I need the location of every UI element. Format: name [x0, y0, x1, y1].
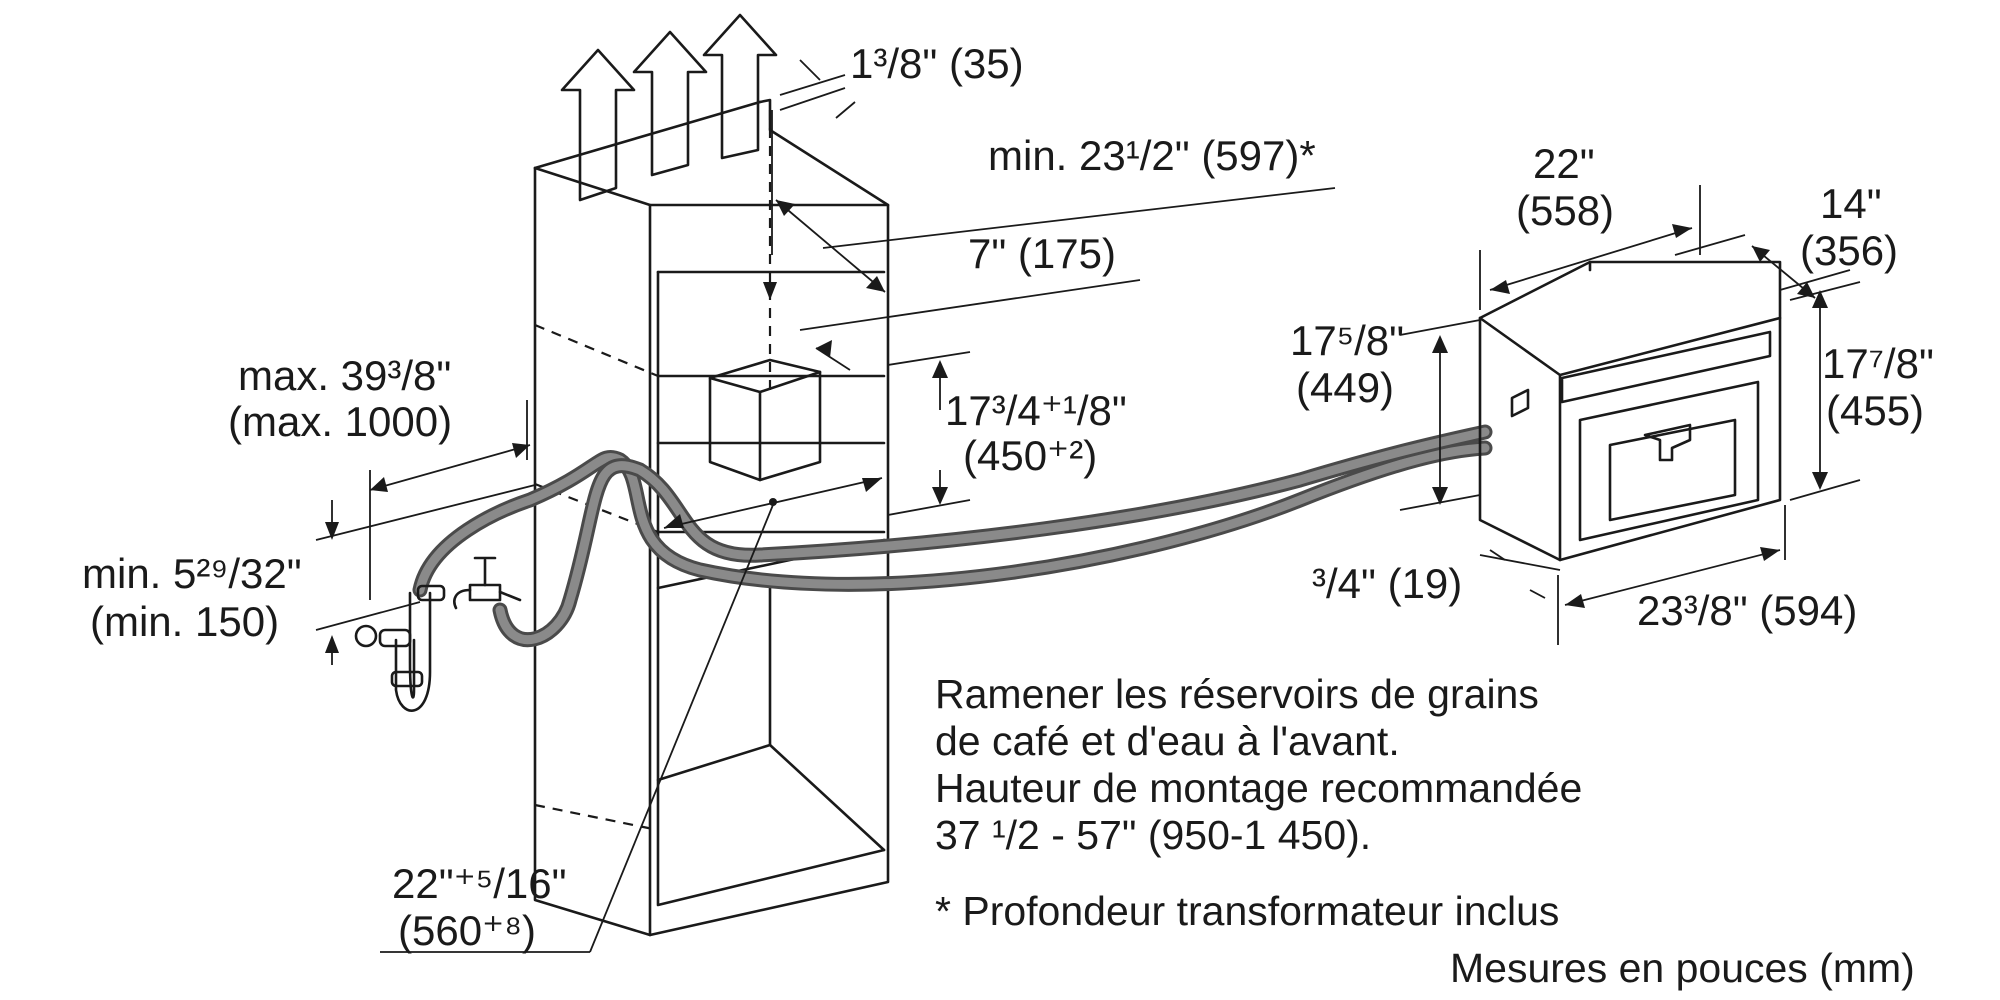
note-line-1: Ramener les réservoirs de grains	[935, 671, 1539, 717]
niche-width-label-1: 22"⁺⁵/16"	[392, 860, 567, 907]
hose-length-label-1: max. 39³/8"	[238, 352, 451, 399]
water-tap	[453, 556, 522, 610]
niche-width-label-2: (560⁺⁸)	[398, 907, 536, 954]
appliance-height-left-label-2: (449)	[1296, 364, 1394, 411]
appliance-height-left-label-1: 17⁵/8"	[1290, 317, 1404, 364]
dimension-lines	[315, 59, 1861, 953]
coffee-machine-drawing	[1478, 260, 1782, 562]
ventilation-arrows	[560, 13, 778, 202]
dimension-labels: 1³/8" (35) min. 23¹/2" (597)* 7" (175) 1…	[82, 40, 1934, 954]
appliance-depth-label-2: (356)	[1800, 227, 1898, 274]
appliance-depth-label-1: 14"	[1820, 180, 1882, 227]
hose-length-label-2: (max. 1000)	[228, 398, 452, 445]
drain-height-label-1: min. 5²⁹/32"	[82, 550, 302, 597]
note-line-2: de café et d'eau à l'avant.	[935, 718, 1400, 764]
niche-height-label-1: 17³/4⁺¹/8"	[945, 387, 1127, 434]
note-line-3: Hauteur de montage recommandée	[935, 765, 1582, 811]
water-hoses	[412, 424, 1493, 647]
niche-depth-label: 7" (175)	[968, 230, 1116, 277]
niche-height-label-2: (450⁺²)	[963, 432, 1097, 479]
appliance-height-right-label-1: 17⁷/8"	[1822, 340, 1934, 387]
front-offset-label: ³/4" (19)	[1312, 560, 1462, 607]
units-note: Mesures en pouces (mm)	[1450, 945, 1915, 991]
top-gap-label: 1³/8" (35)	[850, 40, 1024, 87]
drain-trap	[354, 584, 446, 712]
note-line-4: 37 ¹/2 - 57" (950-1 450).	[935, 812, 1371, 858]
cabinet-depth-label: min. 23¹/2" (597)*	[988, 132, 1316, 179]
appliance-width-label-2: (558)	[1516, 187, 1614, 234]
installation-notes: Ramener les réservoirs de grains de café…	[935, 671, 1915, 991]
appliance-width-label-1: 22"	[1533, 140, 1595, 187]
appliance-height-right-label-2: (455)	[1826, 387, 1924, 434]
drain-height-label-2: (min. 150)	[90, 598, 279, 645]
footnote: * Profondeur transformateur inclus	[935, 888, 1559, 934]
front-width-label: 23³/8" (594)	[1637, 587, 1857, 634]
